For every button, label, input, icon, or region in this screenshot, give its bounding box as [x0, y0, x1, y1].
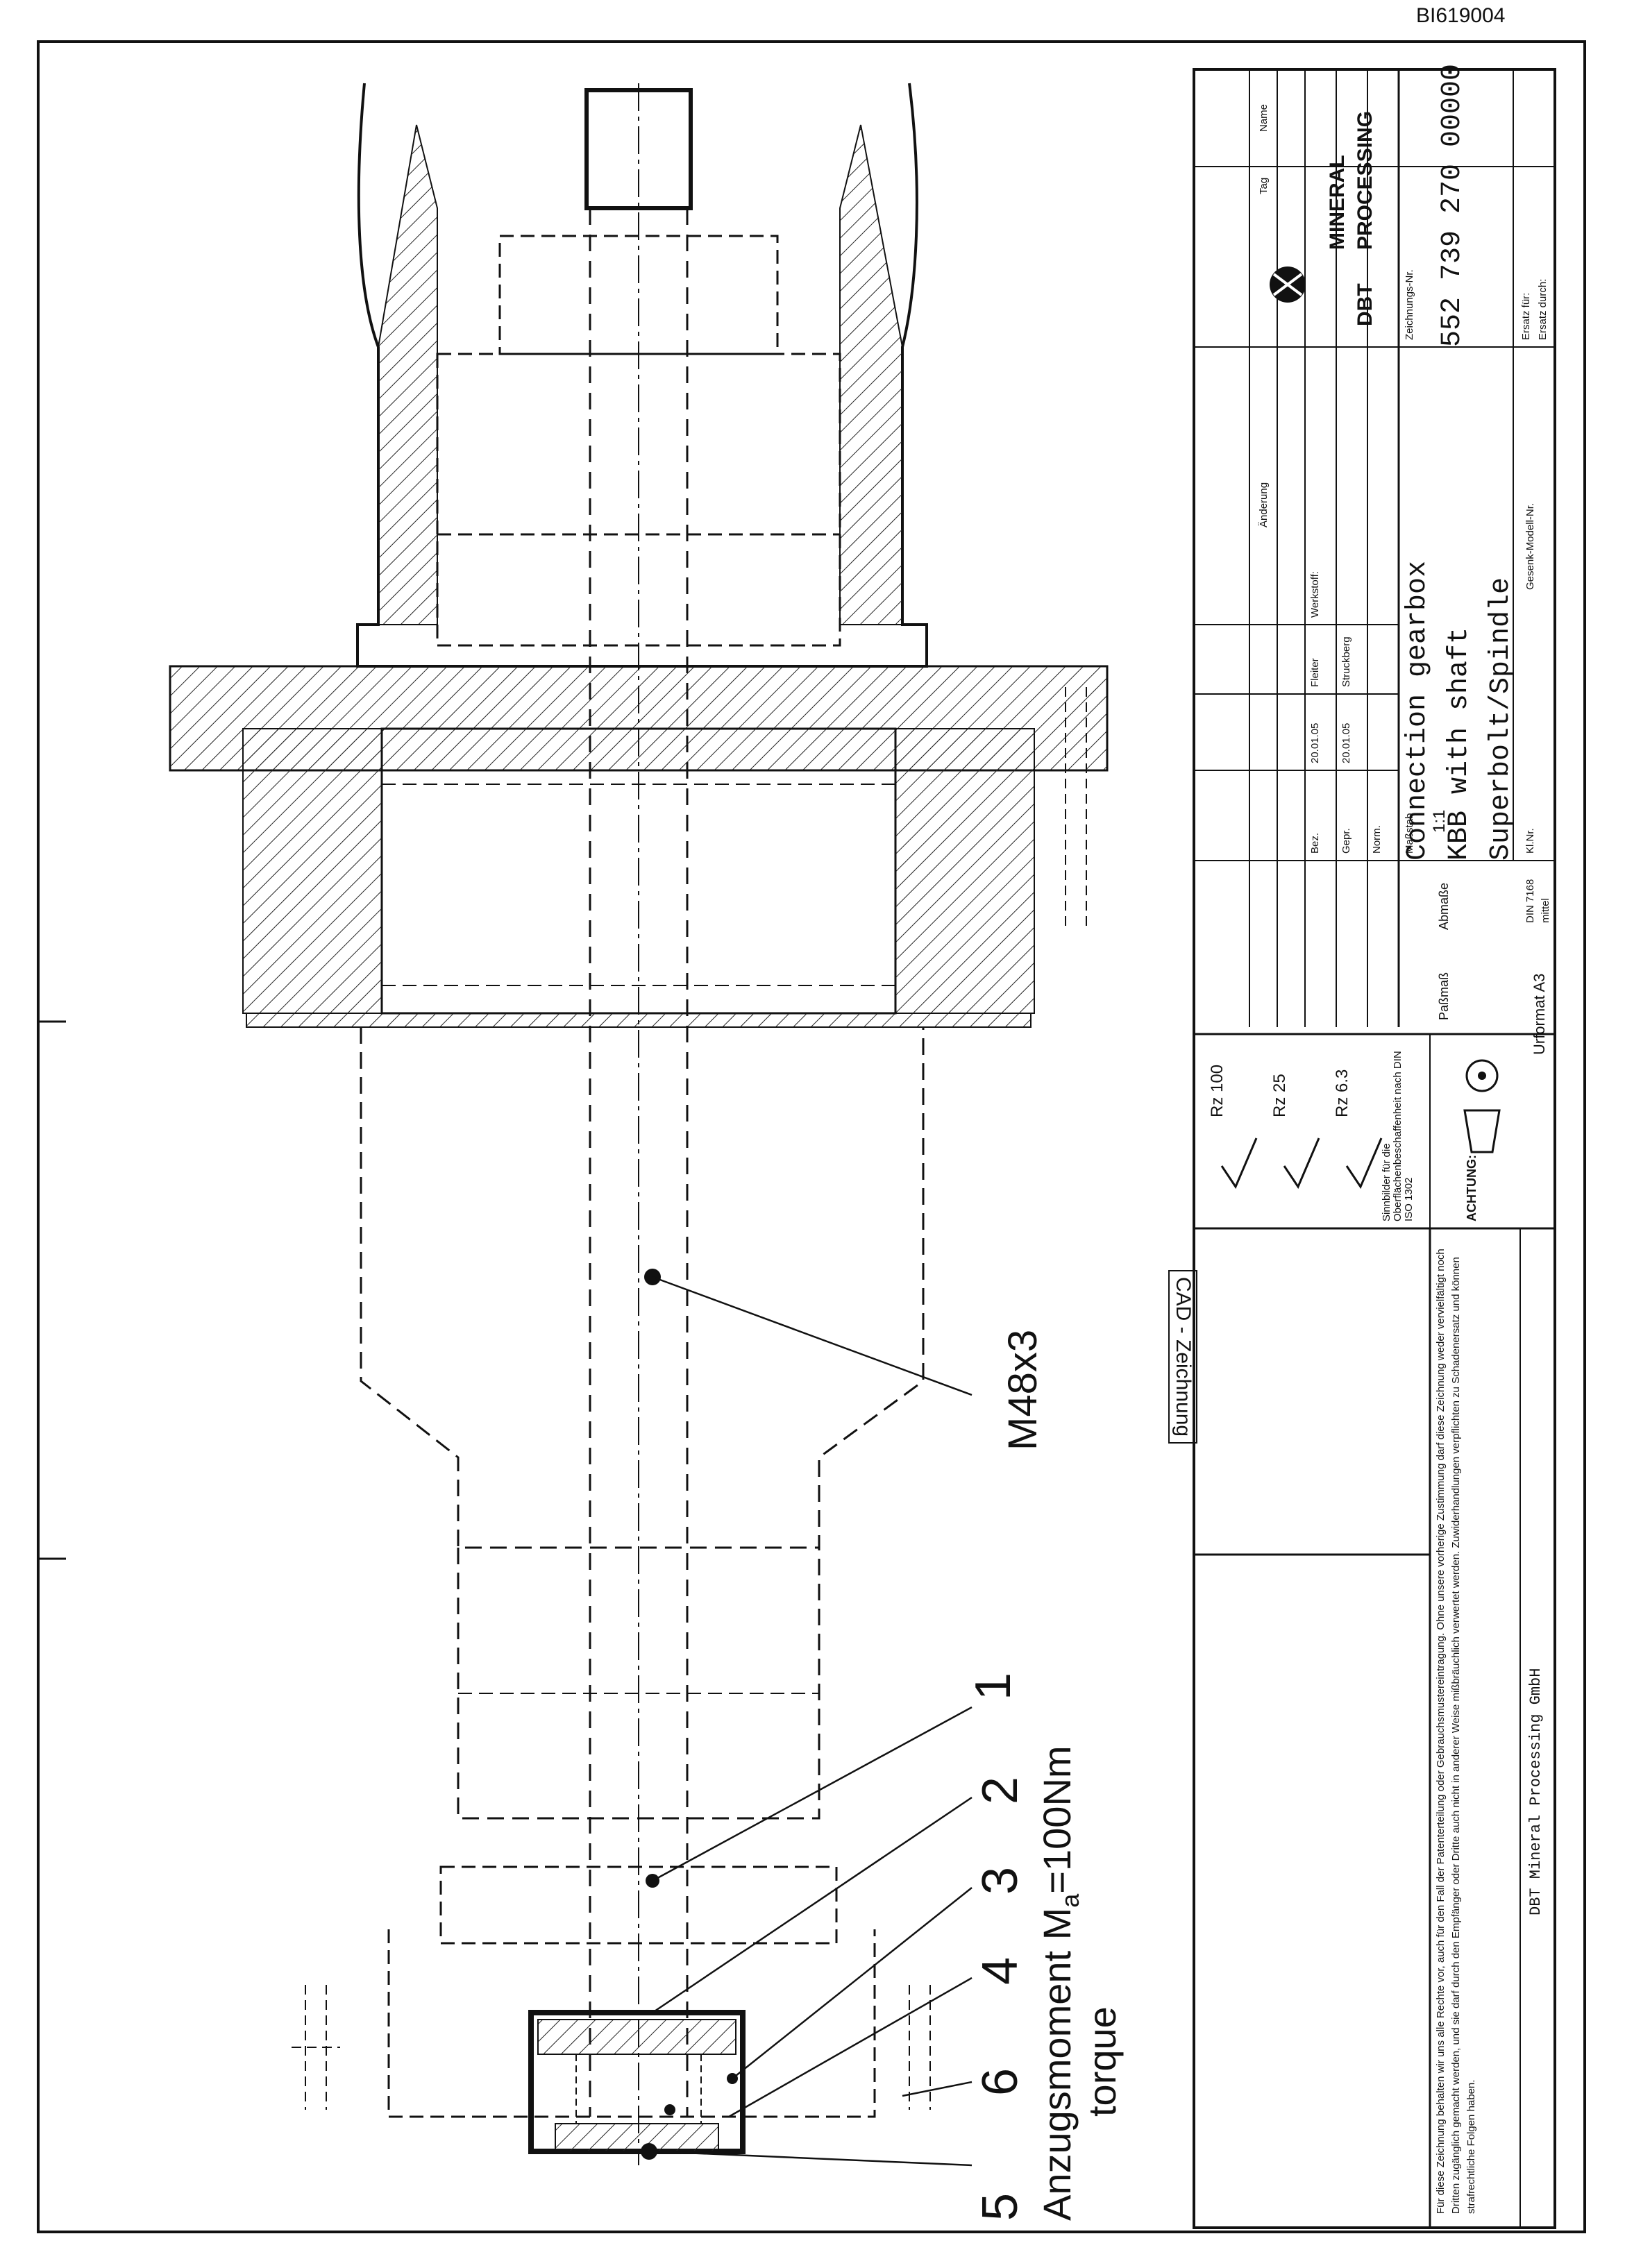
scale-label: Maßstab — [1404, 813, 1415, 854]
modell-label: Gesenk-Modell-Nr. — [1524, 502, 1536, 590]
torque-value: =100Nm — [1035, 1745, 1079, 1894]
kl-nr-label: Kl.Nr. — [1524, 828, 1536, 854]
drawing-number-label: Zeichnungs-Nr. — [1404, 269, 1415, 340]
part-callout-5: 5 — [973, 2192, 1028, 2221]
scale-value: 1:1 — [1430, 809, 1449, 833]
copyright-note: Für diese Zeichnung behalten wir uns all… — [1435, 1249, 1477, 2214]
row-norm: Norm. — [1371, 825, 1383, 854]
torque-english: torque — [1080, 2006, 1124, 2117]
row-gepr: Gepr. — [1340, 828, 1352, 854]
format-label: Urformat A3 — [1531, 973, 1548, 1055]
company-name-line-2: PROCESSING — [1354, 110, 1376, 250]
name-header: Name — [1258, 103, 1270, 132]
company-name-line-1: MINERAL — [1326, 155, 1349, 250]
name-2: Struckberg — [1340, 636, 1352, 687]
passmass-label: Paßmaß — [1437, 972, 1451, 1020]
torque-label: Anzugsmoment M — [1035, 1907, 1079, 2221]
mittel-label: mittel — [1540, 898, 1551, 923]
thread-callout: M48x3 — [1000, 1329, 1045, 1450]
drawing-number: 552 739 270 00000 — [1437, 63, 1468, 347]
surface-x: Rz 25 — [1270, 1074, 1289, 1117]
surface-note: Sinnbilder für die Oberflächenbeschaffen… — [1381, 1051, 1415, 1221]
company-logo: DBT — [1354, 283, 1376, 326]
part-callout-2: 2 — [973, 1776, 1028, 1804]
ersatz-durch-label: Ersatz durch: — [1537, 278, 1549, 340]
torque-subscript: a — [1056, 1893, 1085, 1908]
part-callout-3: 3 — [973, 1866, 1028, 1895]
surface-y: Rz 6.3 — [1333, 1069, 1352, 1117]
name-1: Fleiter — [1309, 658, 1321, 687]
achtung-label: ACHTUNG: — [1465, 1155, 1479, 1221]
part-callout-1: 1 — [966, 1672, 1021, 1700]
sheet-border — [37, 40, 1586, 2233]
ersatz-label: Ersatz für: — [1520, 292, 1532, 340]
abmasse-label: Abmaße — [1437, 882, 1451, 930]
torque-note: Anzugsmoment Ma=100Nm — [1034, 1745, 1085, 2221]
part-callout-6: 6 — [973, 2067, 1028, 2096]
werkstoff-label: Werkstoff: — [1309, 571, 1321, 618]
cad-label: CAD - Zeichnung — [1168, 1270, 1197, 1444]
aenderung-header: Änderung — [1258, 482, 1270, 527]
document-id: BI619004 — [1416, 4, 1506, 27]
tag-date-1: 20.01.05 — [1309, 722, 1321, 763]
drawing-title-line-3: Superbolt/Spindle — [1485, 577, 1517, 861]
din-label: DIN 7168 — [1524, 879, 1536, 923]
part-callout-4: 4 — [973, 1956, 1028, 1985]
tag-date-2: 20.01.05 — [1340, 722, 1352, 763]
tag-header: Tag — [1258, 177, 1270, 194]
surface-w: Rz 100 — [1208, 1064, 1227, 1117]
row-bez: Bez. — [1309, 832, 1321, 854]
company-full-name: DBT Mineral Processing GmbH — [1527, 1668, 1544, 1915]
